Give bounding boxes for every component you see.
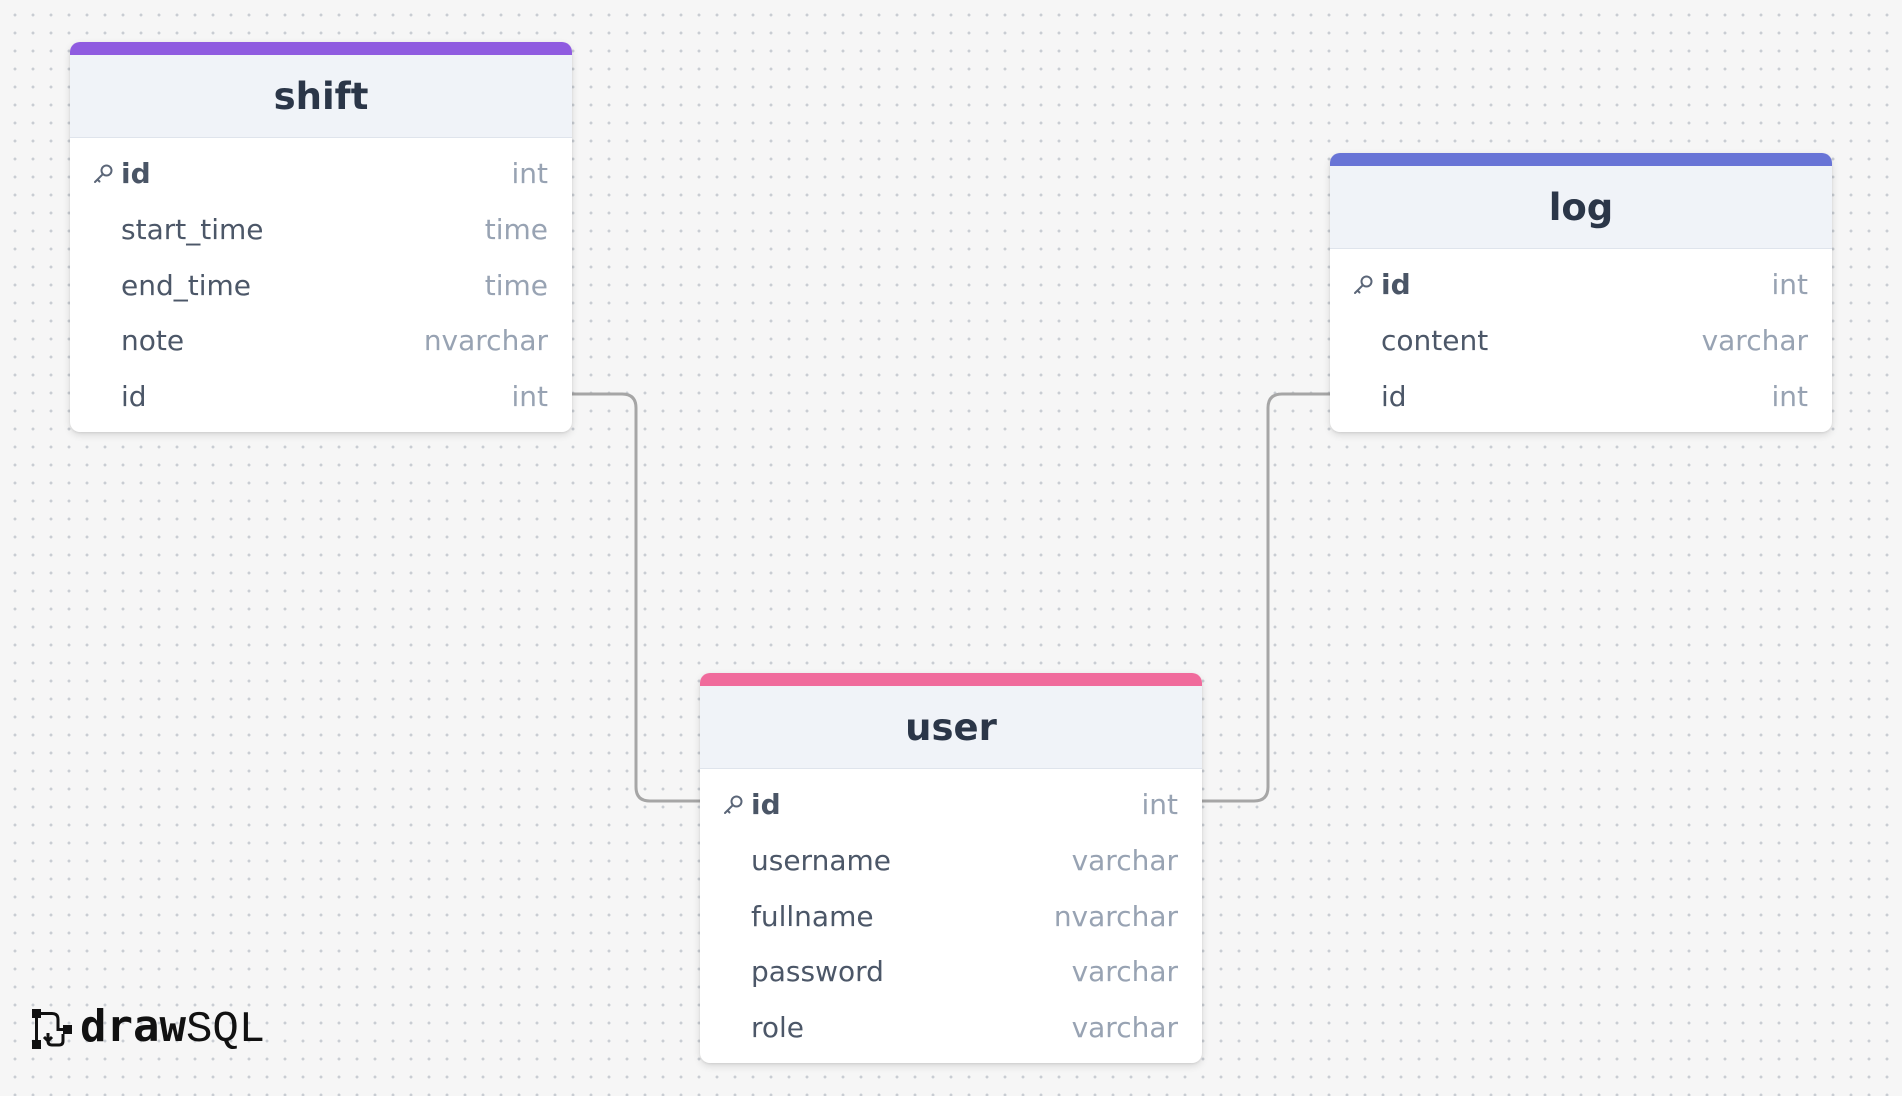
table-title: log: [1548, 185, 1614, 229]
column-row[interactable]: id int: [1330, 368, 1832, 424]
column-name: start_time: [121, 213, 264, 247]
column-name: password: [751, 955, 884, 989]
column-type: varchar: [1071, 1011, 1178, 1045]
column-name: fullname: [751, 899, 874, 933]
column-row[interactable]: id int: [70, 146, 572, 202]
table-title: shift: [273, 74, 369, 118]
column-type: nvarchar: [423, 324, 548, 358]
column-list: id int content varchar id int: [1330, 249, 1832, 432]
column-name: username: [751, 844, 891, 878]
brand-wordmark: drawSQL: [80, 1005, 266, 1055]
column-row[interactable]: id int: [70, 369, 572, 425]
column-name: note: [121, 324, 185, 358]
table-shift[interactable]: shift id int start_time time end_time ti…: [70, 42, 572, 433]
column-name: id: [121, 157, 151, 191]
brand-wordmark-bold: draw: [80, 1001, 186, 1052]
column-name: id: [1381, 379, 1407, 413]
relation-log-user[interactable]: [1202, 392, 1332, 803]
table-log[interactable]: log id int content varchar id int: [1330, 153, 1832, 433]
table-title: user: [905, 705, 997, 749]
column-row[interactable]: username varchar: [700, 833, 1202, 889]
column-row[interactable]: password varchar: [700, 944, 1202, 1000]
column-name: end_time: [121, 268, 252, 302]
column-type: int: [1771, 379, 1808, 413]
column-name: id: [1381, 268, 1411, 302]
column-row[interactable]: id int: [700, 777, 1202, 833]
column-name: id: [121, 380, 147, 414]
column-type: int: [511, 380, 548, 414]
column-type: nvarchar: [1053, 899, 1178, 933]
column-row[interactable]: content varchar: [1330, 313, 1832, 369]
key-icon: [94, 164, 113, 183]
column-name: content: [1381, 324, 1489, 358]
drawsql-logo[interactable]: drawSQL: [30, 1005, 265, 1052]
column-list: id int start_time time end_time time not…: [70, 138, 572, 432]
drawsql-logo-icon: [32, 1008, 72, 1049]
key-icon: [1354, 275, 1373, 294]
key-icon: [724, 795, 743, 814]
table-user[interactable]: user id int username varchar fullname nv…: [700, 673, 1202, 1064]
column-type: varchar: [1701, 324, 1808, 358]
column-row[interactable]: id int: [1330, 257, 1832, 313]
column-row[interactable]: role varchar: [700, 1000, 1202, 1056]
brand-wordmark-light: SQL: [185, 1005, 266, 1055]
column-row[interactable]: end_time time: [70, 257, 572, 313]
column-type: varchar: [1071, 844, 1178, 878]
column-list: id int username varchar fullname nvarcha…: [700, 769, 1202, 1063]
column-row[interactable]: fullname nvarchar: [700, 888, 1202, 944]
column-type: time: [484, 213, 548, 247]
column-row[interactable]: note nvarchar: [70, 313, 572, 369]
table-header[interactable]: shift: [70, 42, 572, 138]
table-header[interactable]: user: [700, 673, 1202, 769]
column-type: varchar: [1071, 955, 1178, 989]
table-header[interactable]: log: [1330, 153, 1832, 249]
column-type: int: [1771, 268, 1808, 302]
column-row[interactable]: start_time time: [70, 202, 572, 258]
column-type: int: [1141, 788, 1178, 822]
column-type: time: [484, 268, 548, 302]
column-type: int: [511, 157, 548, 191]
relation-shift-user[interactable]: [572, 392, 702, 803]
column-name: id: [751, 788, 781, 822]
column-name: role: [751, 1011, 805, 1045]
